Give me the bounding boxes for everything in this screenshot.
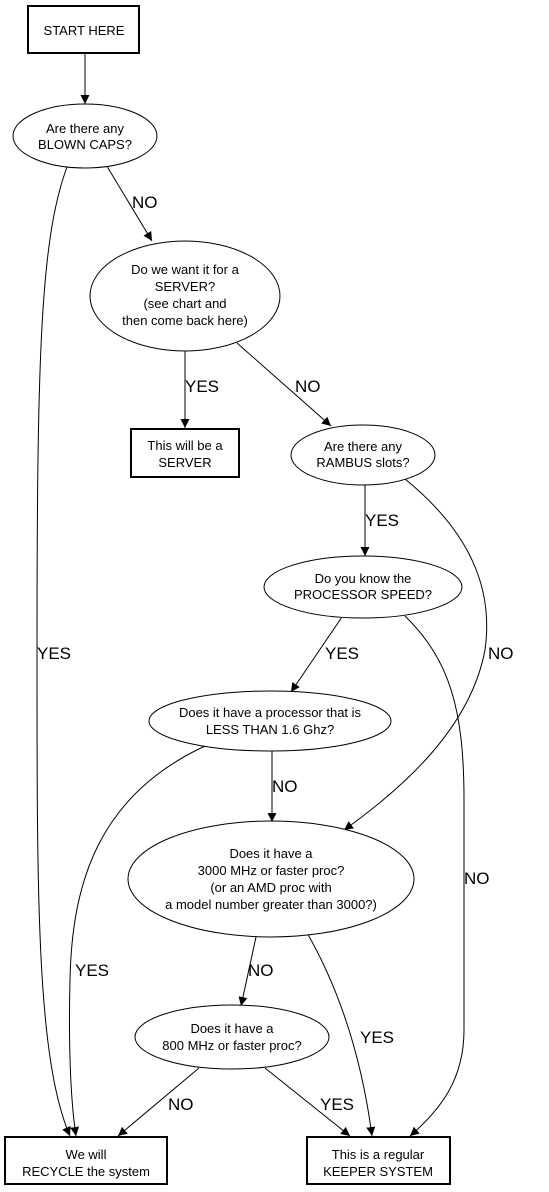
node-recycle-line-1: We will: [66, 1147, 107, 1162]
node-server: This will be a SERVER: [130, 428, 240, 478]
node-800mhz: Does it have a 800 MHz or faster proc?: [134, 1004, 330, 1070]
node-3000mhz: Does it have a 3000 MHz or faster proc? …: [127, 820, 415, 938]
edge-label-caps-no: NO: [132, 193, 158, 212]
node-server-line-1: This will be a: [147, 438, 223, 453]
node-3000mhz-line-1: Does it have a: [229, 846, 313, 861]
node-want-server: Do we want it for a SERVER? (see chart a…: [89, 240, 281, 352]
edge-label-server-no: NO: [295, 377, 321, 396]
edge-3000-no: [238, 936, 257, 1007]
node-proc-speed-line-2: PROCESSOR SPEED?: [294, 587, 432, 602]
node-rambus: Are there any RAMBUS slots?: [290, 424, 436, 486]
edge-label-rambus-yes: YES: [365, 511, 399, 530]
edge-label-less-no: NO: [272, 777, 298, 796]
node-proc-speed: Do you know the PROCESSOR SPEED?: [263, 555, 463, 619]
node-less-16: Does it have a processor that is LESS TH…: [148, 690, 392, 752]
node-3000mhz-line-2: 3000 MHz or faster proc?: [198, 863, 345, 878]
node-want-server-line-4: then come back here): [122, 313, 248, 328]
node-keeper-line-2: KEEPER SYSTEM: [323, 1164, 433, 1179]
edge-label-speed-no: NO: [464, 869, 490, 888]
node-blown-caps: Are there any BLOWN CAPS?: [12, 103, 158, 169]
node-800mhz-line-1: Does it have a: [190, 1021, 274, 1036]
edge-speed-yes: [290, 616, 343, 693]
node-recycle-line-2: RECYCLE the system: [22, 1164, 150, 1179]
edge-label-speed-yes: YES: [325, 644, 359, 663]
edge-label-3000-yes: YES: [360, 1028, 394, 1047]
node-less-16-line-2: LESS THAN 1.6 Ghz?: [206, 722, 334, 737]
node-blown-caps-line-1: Are there any: [46, 121, 125, 136]
edge-label-less-yes: YES: [75, 961, 109, 980]
edge-3000-yes: [305, 930, 376, 1137]
node-less-16-line-1: Does it have a processor that is: [179, 705, 362, 720]
edge-rambus-no: [343, 478, 488, 831]
edge-speed-no: [404, 615, 465, 1137]
node-3000mhz-line-3: (or an AMD proc with: [210, 880, 331, 895]
node-proc-speed-line-1: Do you know the: [315, 571, 412, 586]
node-3000mhz-line-4: a model number greater than 3000?): [165, 897, 377, 912]
node-keeper-line-1: This is a regular: [332, 1147, 425, 1162]
edge-caps-yes: [36, 166, 71, 1137]
edge-server-no: [236, 342, 332, 427]
edges: [36, 53, 488, 1137]
node-server-line-2: SERVER: [158, 455, 211, 470]
node-keeper: This is a regular KEEPER SYSTEM: [306, 1136, 451, 1185]
edge-label-server-yes: YES: [185, 377, 219, 396]
node-want-server-line-1: Do we want it for a: [131, 262, 239, 277]
node-rambus-line-2: RAMBUS slots?: [316, 455, 409, 470]
edge-800-no: [117, 1067, 200, 1137]
edge-label-rambus-no: NO: [488, 644, 514, 663]
edge-caps-no: [104, 162, 153, 242]
node-want-server-line-2: SERVER?: [155, 279, 215, 294]
edge-labels: NO YES YES NO YES NO YES NO NO YES NO YE…: [37, 193, 514, 1114]
node-want-server-line-3: (see chart and: [143, 296, 226, 311]
node-800mhz-line-2: 800 MHz or faster proc?: [162, 1038, 301, 1053]
edge-less-yes: [68, 745, 206, 1137]
edge-label-caps-yes: YES: [37, 644, 71, 663]
node-rambus-line-1: Are there any: [324, 439, 403, 454]
node-start-line: START HERE: [44, 23, 125, 38]
node-blown-caps-line-2: BLOWN CAPS?: [38, 137, 132, 152]
edge-label-800-yes: YES: [320, 1095, 354, 1114]
edge-800-yes: [264, 1067, 351, 1137]
node-recycle: We will RECYCLE the system: [4, 1136, 168, 1185]
edge-label-3000-no: NO: [248, 961, 274, 980]
edge-label-800-no: NO: [168, 1095, 194, 1114]
node-start: START HERE: [27, 5, 140, 54]
